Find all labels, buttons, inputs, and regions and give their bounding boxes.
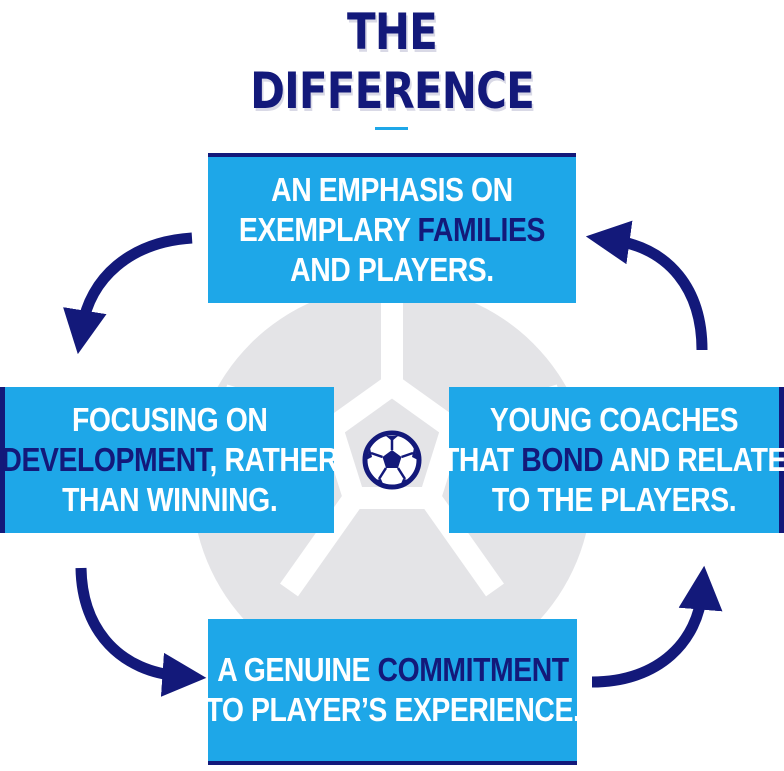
text-segment: TO THE PLAYERS. [491,481,737,518]
highlight-word: DEVELOPMENT [1,441,210,478]
highlight-word: BOND [521,441,604,478]
text-segment: A GENUINE [216,651,378,688]
text-segment: AND RELATE [603,441,784,478]
highlight-word: COMMITMENT [377,651,569,688]
text-segment: , RATHER [209,441,338,478]
text-segment: FOCUSING ON [71,401,268,438]
text-segment: YOUNG COACHES [489,401,739,438]
text-segment: EXEMPLARY [238,211,418,248]
title-underline [375,127,408,130]
title-line-2: DIFFERENCE [250,62,535,120]
soccer-ball-icon [362,430,422,490]
text-segment: AND PLAYERS. [290,251,494,288]
text-segment: THAN WINNING. [61,481,278,518]
text-segment: AN EMPHASIS ON [271,171,513,208]
text-segment: TO PLAYER’S EXPERIENCE. [205,691,580,728]
highlight-word: FAMILIES [417,211,546,248]
text-segment: THAT [441,441,522,478]
title-line-1: THE [347,3,438,61]
